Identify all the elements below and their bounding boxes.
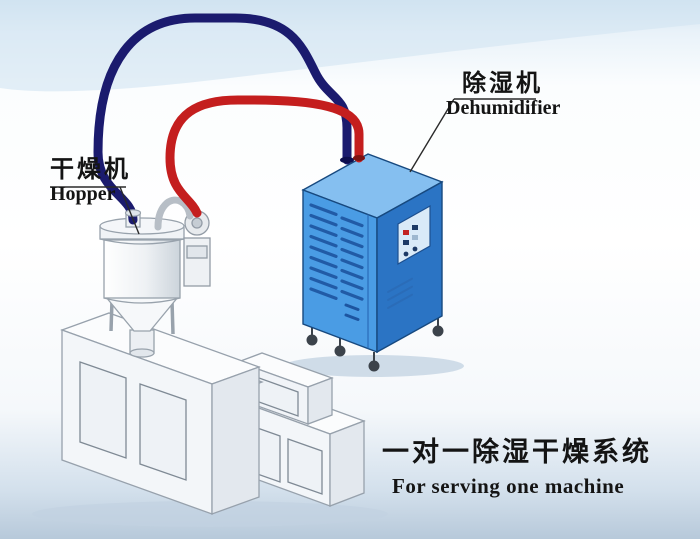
machine-door — [79, 361, 127, 459]
vent-grid — [309, 203, 364, 301]
dehumidifier-label: 除湿机 Dehumidifier — [446, 70, 560, 119]
cabinet-front-face — [302, 188, 378, 354]
hopper-cap — [124, 209, 142, 217]
leader-lines — [50, 98, 536, 235]
dehumidifier-leader-line — [409, 98, 455, 173]
supply-pipe-red — [165, 95, 364, 218]
front-small-vents — [344, 303, 360, 321]
machine-door — [139, 383, 187, 481]
hopper-leader-line — [119, 186, 140, 235]
dehumidifier-cabinet — [301, 153, 444, 372]
hopper-label-cn: 干燥机 — [50, 155, 131, 183]
hopper-dryer — [99, 211, 185, 358]
loader-duct — [154, 196, 194, 231]
casters — [306, 316, 444, 372]
blower-unit — [183, 210, 211, 287]
extruder-machine — [60, 312, 366, 515]
dehumidifier-label-en: Dehumidifier — [446, 96, 561, 119]
system-title-en: For serving one machine — [392, 474, 625, 498]
blue-pipe-stub — [340, 156, 354, 164]
red-pipe-stub — [353, 155, 365, 161]
return-pipe-blue — [93, 13, 352, 225]
machine-panel — [287, 438, 323, 495]
hopper-body — [103, 239, 181, 299]
dehumidifier-label-cn: 除湿机 — [462, 69, 543, 97]
hopper-label: 干燥机 Hopper — [50, 156, 131, 205]
side-grille — [387, 277, 413, 309]
control-panel-buttons — [403, 225, 418, 257]
system-title-cn: 一对一除湿干燥系统 — [382, 437, 652, 468]
hopper-lid — [99, 217, 185, 235]
system-title: 一对一除湿干燥系统 For serving one machine — [382, 430, 652, 499]
machine-shadow — [32, 501, 388, 527]
hopper-label-en: Hopper — [50, 182, 116, 205]
